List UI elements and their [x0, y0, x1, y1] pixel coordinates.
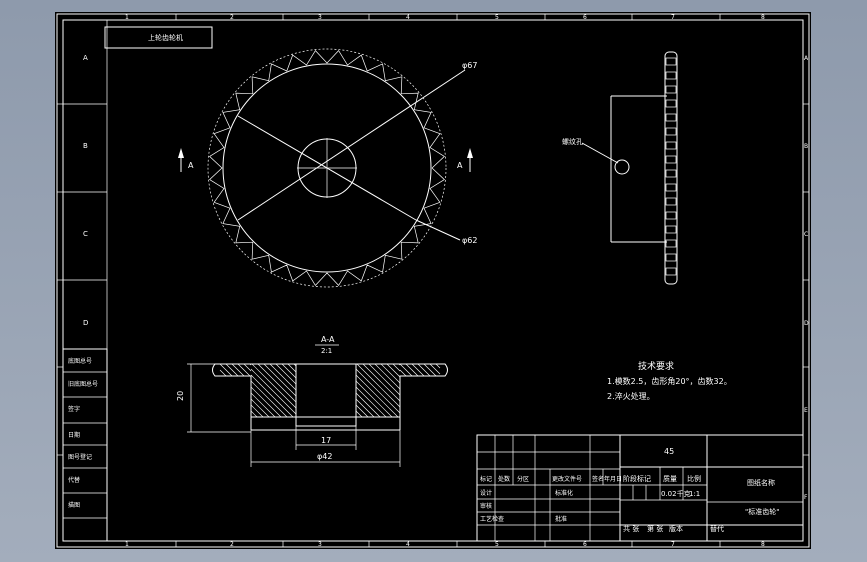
col-label-bottom: 5 — [495, 541, 499, 548]
change-h-3: 更改文件号 — [552, 475, 582, 483]
row-label-left: C — [83, 230, 88, 238]
change-h-2: 分区 — [517, 475, 529, 483]
left-strip-label: 图号登记 — [68, 453, 92, 461]
row-label-right: C — [804, 231, 808, 238]
outer-border — [56, 13, 810, 548]
col-label-top: 4 — [406, 14, 410, 21]
section-mark-left: A — [188, 161, 194, 170]
section-outline — [212, 363, 448, 418]
left-strip-label: 描图 — [68, 501, 80, 509]
inner-border — [62, 19, 804, 542]
col-label-top: 6 — [583, 14, 587, 21]
col-label-bottom: 2 — [230, 541, 234, 548]
replace: 替代 — [710, 524, 724, 533]
dim-hub: φ42 — [317, 452, 332, 461]
row-label-right: A — [804, 55, 809, 62]
row-label-right: D — [804, 320, 809, 327]
gear-outer-circle — [222, 63, 432, 273]
leader-line-3 — [415, 219, 461, 241]
dim-root: φ62 — [462, 236, 477, 245]
dim-height: 20 — [176, 391, 185, 401]
row-label-left: D — [83, 319, 88, 327]
side-gear-rim — [664, 51, 678, 285]
title-block: 45 阶段标记 质量 比例 0.02千克 1:1 图纸名称 "标准齿轮" 共 张… — [476, 434, 804, 542]
hatch-left — [219, 363, 297, 418]
dim-outer: φ67 — [462, 61, 477, 70]
change-h-0: 标记 — [480, 475, 492, 483]
leader-line-2 — [237, 69, 466, 221]
col-label-bottom: 8 — [761, 541, 765, 548]
sheet-total: 共 张 — [623, 524, 639, 533]
gear-side-view: 螺纹孔 — [562, 51, 678, 285]
tech-line-1: 1.模数2.5，齿形角20°，齿数32。 — [607, 376, 732, 386]
title-tag-box — [104, 26, 213, 49]
leader-line-1 — [237, 115, 417, 221]
left-strip-label: 旧底图总号 — [68, 380, 98, 388]
drawing-name: "标准齿轮" — [745, 507, 779, 516]
row-zone-marks: A A B B C C D D E F — [57, 54, 809, 501]
col-label-top: 7 — [671, 14, 675, 21]
person-0: 设计 — [480, 489, 492, 497]
col-label-top: 2 — [230, 14, 234, 21]
side-hole — [614, 159, 630, 175]
row-label-right: E — [804, 407, 808, 414]
col-label-top: 1 — [125, 14, 129, 21]
tech-heading: 技术要求 — [638, 360, 674, 372]
gear-teeth — [209, 50, 445, 286]
left-strip-label: 日期 — [68, 431, 80, 439]
change-h-5: 年月日 — [604, 475, 622, 483]
col-label-top: 5 — [495, 14, 499, 21]
col-label-top: 8 — [761, 14, 765, 21]
change-h-1: 处数 — [498, 475, 510, 483]
row-label-right: B — [804, 143, 808, 150]
std-label: 标准化 — [555, 489, 573, 497]
dim-bore: 17 — [321, 436, 331, 445]
approve-label: 批准 — [555, 515, 567, 523]
col-label-bottom: 1 — [125, 541, 129, 548]
col-label-bottom: 7 — [671, 541, 675, 548]
row-label-right: F — [804, 494, 808, 501]
company: 图纸名称 — [747, 478, 775, 487]
material: 45 — [664, 447, 674, 456]
col-label-bottom: 3 — [318, 541, 322, 548]
person-2: 工艺检查 — [480, 515, 504, 523]
section-title: A-A — [321, 335, 335, 344]
hatch-right — [355, 363, 441, 418]
left-strip-label: 签字 — [68, 405, 80, 413]
row-label-left: A — [83, 54, 88, 62]
sheet-no: 第 张 — [647, 524, 663, 533]
person-1: 审核 — [480, 502, 492, 510]
scale-value: 1:1 — [689, 490, 700, 498]
section-mark-right: A — [457, 161, 463, 170]
version: 版本 — [669, 524, 683, 533]
change-h-4: 签名 — [592, 475, 604, 483]
left-strip-label: 代替 — [68, 476, 80, 484]
stage-label: 阶段标记 — [623, 474, 651, 483]
tech-line-2: 2.淬火处理。 — [607, 391, 655, 401]
section-scale: 2:1 — [321, 347, 332, 355]
title-tag: 上轮齿轮机 — [148, 33, 183, 42]
technical-requirements: 技术要求 1.模数2.5，齿形角20°，齿数32。 2.淬火处理。 — [607, 360, 732, 401]
scale-label: 比例 — [687, 474, 701, 483]
weight-value: 0.02千克 — [661, 489, 691, 498]
left-strip-label: 底图总号 — [68, 357, 92, 365]
gear-front-view: φ67 φ62 A A — [178, 48, 477, 288]
weight-label: 质量 — [663, 474, 677, 483]
hole-note: 螺纹孔 — [562, 137, 583, 146]
col-label-top: 3 — [318, 14, 322, 21]
col-label-bottom: 4 — [406, 541, 410, 548]
section-bore — [295, 363, 357, 427]
row-label-left: B — [83, 142, 88, 150]
col-label-bottom: 6 — [583, 541, 587, 548]
gear-addendum-circle — [207, 48, 447, 288]
section-view: A-A 2:1 20 17 φ42 — [176, 335, 448, 467]
